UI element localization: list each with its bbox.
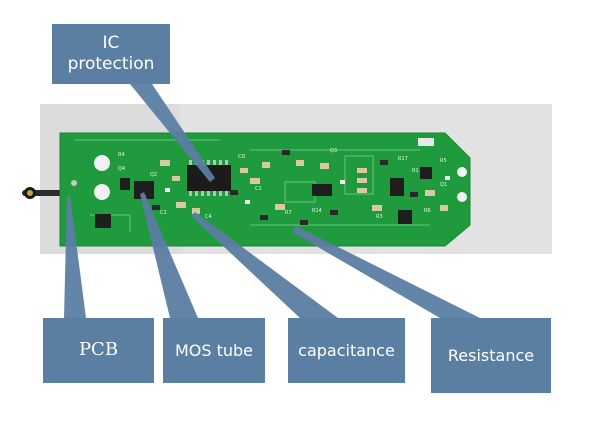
smd-components xyxy=(152,150,450,225)
mos-tube-label: MOS tube xyxy=(163,318,265,383)
pointer-res xyxy=(292,226,480,318)
board-marking: R5 xyxy=(440,158,447,164)
board-marking: R7 xyxy=(285,210,292,216)
board-marking: Q4 xyxy=(118,166,125,172)
board-marking: CD xyxy=(238,154,245,160)
board-marking: R3 xyxy=(376,214,383,220)
pcb-label: PCB xyxy=(43,318,154,383)
board-marking: R4 xyxy=(118,152,125,158)
board-marking: C1 xyxy=(160,210,167,216)
pointer-mos xyxy=(140,192,198,318)
callout-pointers xyxy=(64,84,480,318)
board-marking: Q3 xyxy=(330,148,337,154)
board-marking: Q2 xyxy=(150,172,157,178)
resistance-label: Resistance xyxy=(431,318,551,393)
thermistor-lead xyxy=(22,187,62,199)
capacitance-label: capacitance xyxy=(288,318,405,383)
board-marking: C4 xyxy=(205,214,212,220)
board-marking: R1 xyxy=(412,168,419,174)
board-marking: R6 xyxy=(424,208,431,214)
board-marking: C1 xyxy=(255,186,262,192)
pointer-pcb xyxy=(64,195,86,318)
ic-protection-label: IC protection xyxy=(52,24,170,84)
board-marking: R17 xyxy=(398,156,408,162)
mos-tubes xyxy=(95,167,432,228)
pointer-ic xyxy=(130,84,215,182)
board-marking: R14 xyxy=(312,208,322,214)
pointer-cap xyxy=(191,212,338,318)
board-marking: Q1 xyxy=(440,182,447,188)
